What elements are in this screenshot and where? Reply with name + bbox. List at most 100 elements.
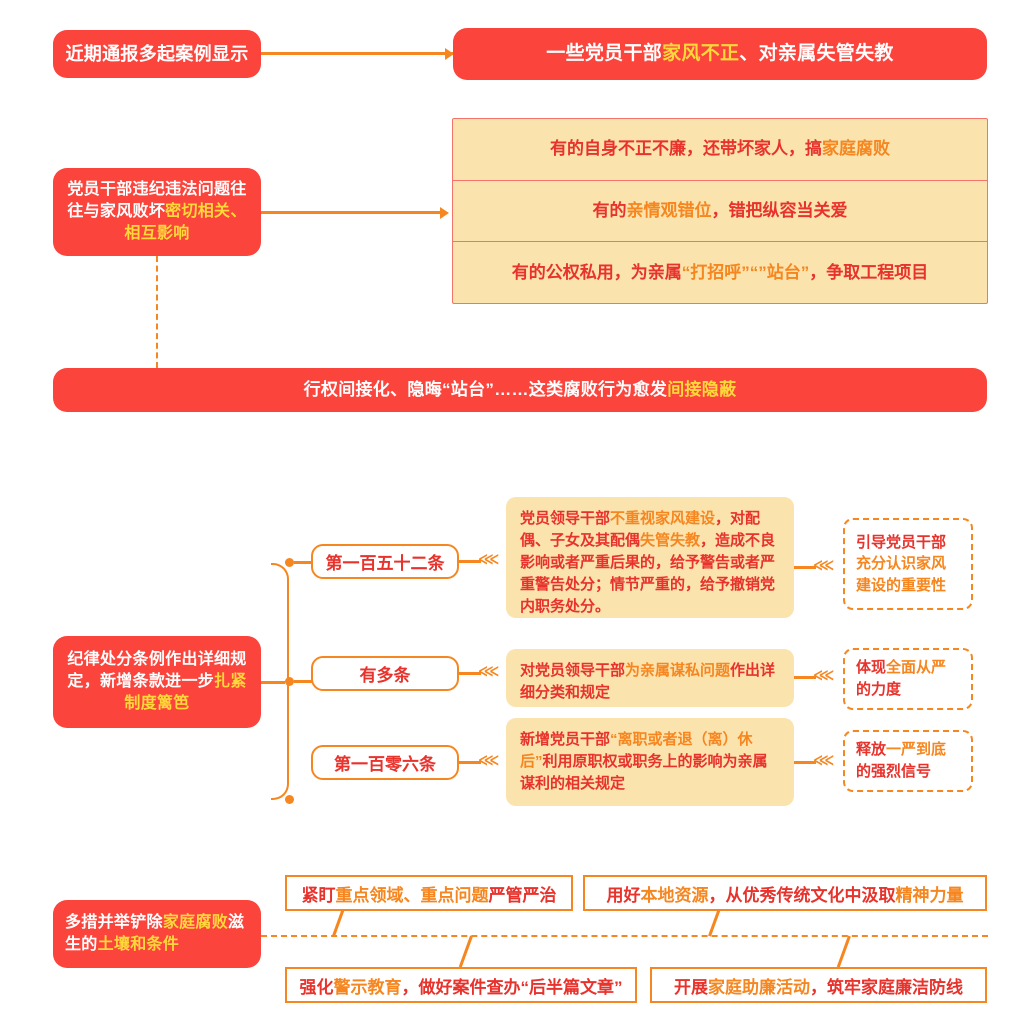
- bracket-dot-3: [285, 795, 294, 804]
- outcome-seg: 引导党员干部: [856, 533, 947, 551]
- connector-chip2-to-detail: [459, 672, 481, 675]
- headline-post: 、对亲属失管失教: [739, 42, 894, 64]
- connector-detail3-to-outcome: [794, 761, 816, 764]
- chevron-left-icon: ⋘: [478, 752, 499, 769]
- measure-seg: 用好: [606, 885, 641, 905]
- detail-seg: ，对配偶、子女及其配偶: [520, 510, 761, 549]
- article-detail-2: 对党员领导干部为亲属谋私问题作出详细分类和规定: [506, 649, 794, 707]
- outcome-seg-hl: 充分认识家风建设的重要性: [856, 555, 947, 594]
- measure-seg: 强化: [299, 977, 334, 997]
- chevron-left-icon: ⋘: [478, 663, 499, 680]
- chevron-left-icon: ⋘: [813, 752, 834, 769]
- chevron-glyph: ⋘: [478, 551, 499, 568]
- measures-lead-pre: 多措并举铲除: [65, 913, 163, 931]
- measure-box-2[interactable]: 用好本地资源，从优秀传统文化中汲取精神力量: [583, 875, 987, 911]
- measures-spine: [261, 935, 988, 937]
- outcome-seg-hl: 一严到底: [886, 741, 947, 759]
- detail-seg-hl: 失管失教: [640, 531, 701, 549]
- table-row: 有的自身不正不廉，还带坏家人，搞家庭腐败: [453, 119, 987, 181]
- chevron-left-icon: ⋘: [813, 557, 834, 574]
- chevron-glyph: ⋘: [478, 663, 499, 680]
- row-pre: 有的: [592, 201, 627, 221]
- article-chip-label: 第一百五十二条: [325, 554, 445, 573]
- cause-box: 党员干部违纪违法问题往往与家风败坏密切相关、相互影响: [53, 168, 261, 256]
- connector-detail1-to-outcome: [794, 566, 816, 569]
- detail-seg: 利用原职权或职务上的影响为亲属谋利的相关规定: [520, 752, 768, 792]
- article-chip-1[interactable]: 第一百五十二条: [311, 544, 459, 579]
- row-post: ，争取工程项目: [809, 262, 929, 282]
- headline-box: 一些党员干部家风不正、对亲属失管失教: [453, 28, 987, 80]
- measures-lead-box: 多措并举铲除家庭腐败滋生的土壤和条件: [53, 900, 261, 968]
- regulation-lead-highlight: 扎紧制度篱笆: [124, 672, 247, 713]
- detail-seg-hl: 为亲属谋私问题: [625, 662, 731, 679]
- connector-chip3-to-detail: [459, 761, 481, 764]
- chevron-left-icon: ⋘: [478, 551, 499, 568]
- source-box: 近期通报多起案例显示: [53, 30, 261, 78]
- row-highlight: 亲情观错位: [626, 201, 712, 221]
- bracket-dot-2: [285, 677, 294, 686]
- outcome-seg: 的力度: [856, 681, 902, 698]
- detail-seg-hl: 不重视家风建设: [610, 510, 716, 527]
- outcome-seg: 的强烈信号: [856, 763, 932, 780]
- measures-lead-mid: 滋生的: [65, 913, 245, 953]
- manifestation-table: 有的自身不正不廉，还带坏家人，搞家庭腐败 有的亲情观错位，错把纵容当关爱 有的公…: [452, 118, 988, 304]
- connector-cause-to-banner: [156, 256, 158, 368]
- detail-seg: 作出详细分类和规定: [520, 662, 776, 701]
- bracket-dot-1: [285, 558, 294, 567]
- row-post: ，错把纵容当关爱: [711, 201, 848, 221]
- table-row: 有的亲情观错位，错把纵容当关爱: [453, 181, 987, 243]
- summary-banner: 行权间接化、隐晦“站台”……这类腐败行为愈发间接隐蔽: [53, 368, 987, 412]
- arrowhead-source-to-headline: [445, 48, 454, 60]
- chevron-left-icon: ⋘: [813, 668, 834, 683]
- detail-seg: ，造成不良影响或者严重后果的，给予警告或者严重警告处分；情节严重的，给予撤销党内…: [520, 531, 776, 615]
- connector-chip1-to-detail: [459, 560, 481, 563]
- chevron-glyph: ⋘: [478, 752, 499, 769]
- detail-seg: 新增党员干部: [520, 731, 611, 748]
- regulation-lead-pre: 纪律处分条例作出详细规定，新增条款进一步: [67, 650, 247, 690]
- arrowhead-cause-to-table: [440, 207, 449, 219]
- bracket-link-2: [294, 680, 312, 683]
- article-chip-3[interactable]: 第一百零六条: [311, 745, 459, 780]
- article-chip-label: 有多条: [359, 666, 411, 685]
- detail-seg-hl: “离职或者退（离）休后”: [520, 731, 753, 770]
- chevron-glyph: ⋘: [813, 752, 834, 769]
- measures-lead-hl1: 家庭腐败: [162, 913, 229, 931]
- source-box-label: 近期通报多起案例显示: [65, 43, 249, 64]
- article-outcome-1: 引导党员干部充分认识家风建设的重要性: [843, 518, 973, 610]
- article-detail-3: 新增党员干部“离职或者退（离）休后”利用原职权或职务上的影响为亲属谋利的相关规定: [506, 718, 794, 806]
- measure-seg: 紧盯: [301, 885, 336, 905]
- table-row: 有的公权私用，为亲属“打招呼”“”站台”，争取工程项目: [453, 242, 987, 303]
- row-pre: 有的公权私用，为亲属: [511, 262, 682, 282]
- connector-cause-to-table: [261, 211, 445, 214]
- bracket-stem: [261, 681, 285, 684]
- article-chip-2[interactable]: 有多条: [311, 656, 459, 691]
- detail-seg: 对党员领导干部: [520, 662, 626, 679]
- cause-pre: 党员干部违纪违法问题往往与家风败坏: [67, 180, 247, 220]
- chevron-glyph: ⋘: [813, 557, 834, 574]
- regulation-lead-box: 纪律处分条例作出详细规定，新增条款进一步扎紧制度篱笆: [53, 636, 261, 728]
- measure-box-3[interactable]: 强化警示教育，做好案件查办“后半篇文章”: [285, 967, 637, 1003]
- measure-seg: 开展: [674, 977, 708, 997]
- article-outcome-3: 释放一严到底的强烈信号: [843, 730, 973, 792]
- measure-seg-hl: 精神力量: [895, 885, 964, 905]
- measure-seg-hl: 家庭助廉活动: [708, 977, 810, 997]
- connector-detail2-to-outcome: [794, 676, 816, 679]
- detail-seg: 党员领导干部: [520, 510, 611, 527]
- measure-seg: ，做好案件查办“后半篇文章”: [401, 977, 623, 997]
- article-chip-label: 第一百零六条: [334, 755, 436, 774]
- measure-seg-hl: 本地资源: [640, 885, 709, 905]
- row-highlight: “打招呼”“”站台”: [681, 262, 810, 282]
- headline-highlight: 家风不正: [662, 42, 740, 64]
- outcome-seg: 体现: [856, 659, 887, 677]
- row-highlight: 家庭腐败: [822, 139, 890, 159]
- measure-seg: ，从优秀传统文化中汲取: [708, 885, 896, 905]
- outcome-seg: 释放: [856, 741, 887, 759]
- outcome-seg-hl: 全面从严: [886, 659, 947, 677]
- connector-source-to-headline: [261, 52, 453, 55]
- article-detail-1: 党员领导干部不重视家风建设，对配偶、子女及其配偶失管失教，造成不良影响或者严重后…: [506, 497, 794, 618]
- banner-highlight: 间接隐蔽: [667, 380, 737, 400]
- measures-branch-4: [836, 935, 851, 968]
- bracket-link-1: [294, 561, 312, 564]
- measure-box-1[interactable]: 紧盯重点领域、重点问题严管严治: [285, 875, 573, 911]
- measure-box-4[interactable]: 开展家庭助廉活动，筑牢家庭廉洁防线: [650, 967, 987, 1003]
